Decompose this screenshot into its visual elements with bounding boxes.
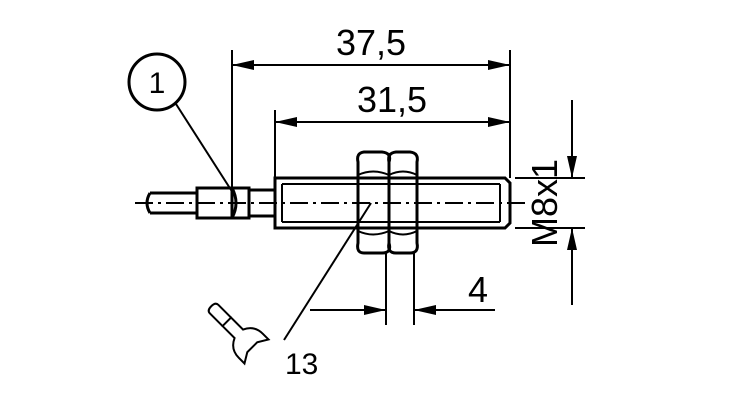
extension-lines: [231, 50, 585, 325]
sensor-body: [273, 176, 512, 230]
wrench-icon: [207, 302, 271, 366]
hex-nut: [356, 150, 419, 255]
callout-1: 1: [127, 52, 234, 194]
dim-total-length-label: 37,5: [336, 22, 406, 63]
dimension-thread-length: 31,5: [275, 79, 510, 127]
dim-nut-width-label: 4: [468, 269, 488, 310]
callout-number: 1: [149, 67, 166, 100]
wrench-size-label: 13: [285, 348, 318, 381]
dimension-total-length: 37,5: [232, 22, 510, 70]
thread-label: M8x1: [524, 159, 565, 247]
dimension-thread-diameter: M8x1: [524, 100, 577, 305]
wrench-leader: [283, 202, 372, 341]
dim-thread-length-label: 31,5: [357, 79, 427, 120]
dimension-nut-width: 4: [310, 269, 495, 315]
